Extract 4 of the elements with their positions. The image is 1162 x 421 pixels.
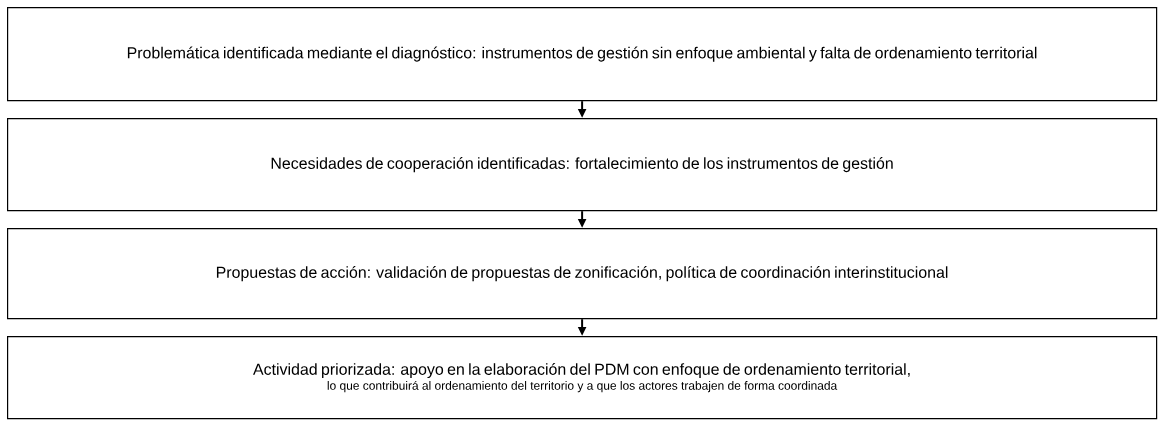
- process-box: Actividad priorizada: apoyo en la elaboración del PDM con enfoque de ordenamiento territorial, lo que contribuirá al ordenamiento del territorio y a que los actores trabajen de forma coordinada: [7, 336, 1158, 420]
- process-box: Necesidades de cooperación identificadas: fortalecimiento de los instrumentos de gestión: [7, 118, 1158, 212]
- process-box: Problemática identificada mediante el diagnóstico: instrumentos de gestión sin enfoque ambiental y falta de ordenamiento territorial: [7, 7, 1158, 102]
- process-box: Propuestas de acción: validación de propuestas de zonificación, política de coordinación interinstitucional: [7, 228, 1158, 320]
